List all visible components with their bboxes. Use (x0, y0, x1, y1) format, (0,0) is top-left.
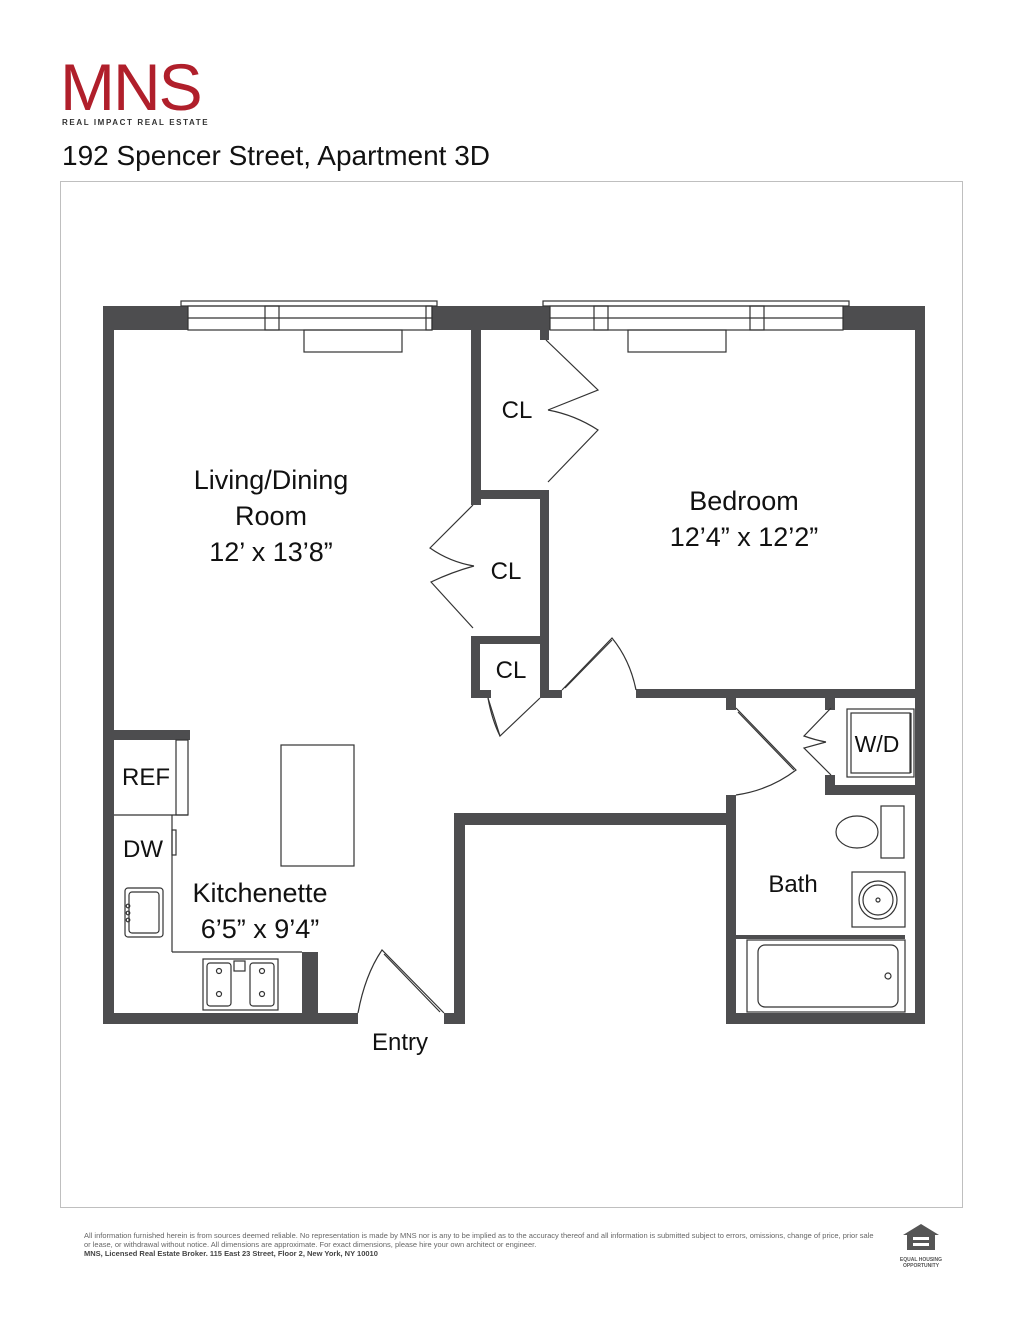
windows (180, 300, 850, 353)
kitchen-label: Kitchenette (192, 878, 327, 908)
listing-address: 192 Spencer Street, Apartment 3D (62, 140, 491, 171)
kitchen-dimensions: 6’5” x 9’4” (201, 914, 320, 944)
refrigerator-label: REF (122, 764, 170, 791)
equal-housing-icon (903, 1224, 939, 1250)
equal-housing-label: EQUAL HOUSING OPPORTUNITY (899, 1257, 943, 1269)
bath-fixtures (746, 805, 906, 1013)
washer-dryer-label: W/D (855, 731, 900, 757)
floorplan-frame (60, 181, 963, 1208)
living-room-dimensions: 12’ x 13’8” (209, 537, 333, 567)
walls (103, 306, 925, 1024)
entry-label: Entry (372, 1029, 428, 1056)
closet-label-3: CL (496, 657, 527, 684)
brand-name: MNS (60, 50, 203, 124)
legal-disclaimer: All information furnished herein is from… (84, 1231, 874, 1258)
living-room-label: Living/Dining (194, 465, 349, 495)
closet-label-2: CL (491, 558, 522, 585)
brand-logo: MNS REAL IMPACT REAL ESTATE (60, 50, 210, 127)
washer-dryer (846, 708, 915, 778)
kitchen-fixtures (114, 739, 355, 1011)
bedroom-dimensions: 12’4” x 12’2” (670, 522, 819, 552)
broker-info: MNS, Licensed Real Estate Broker. 115 Ea… (84, 1249, 378, 1258)
brand-tagline: REAL IMPACT REAL ESTATE (62, 118, 210, 127)
bedroom-label: Bedroom (689, 486, 799, 516)
closet-doors (429, 339, 832, 776)
dishwasher-label: DW (123, 836, 163, 863)
equal-housing-logo: EQUAL HOUSING OPPORTUNITY (898, 1222, 944, 1269)
bath-label: Bath (768, 871, 817, 898)
disclaimer-text: All information furnished herein is from… (84, 1231, 874, 1249)
swing-doors (357, 637, 797, 1014)
closet-label-1: CL (502, 397, 533, 424)
living-room-label-2: Room (235, 501, 307, 531)
